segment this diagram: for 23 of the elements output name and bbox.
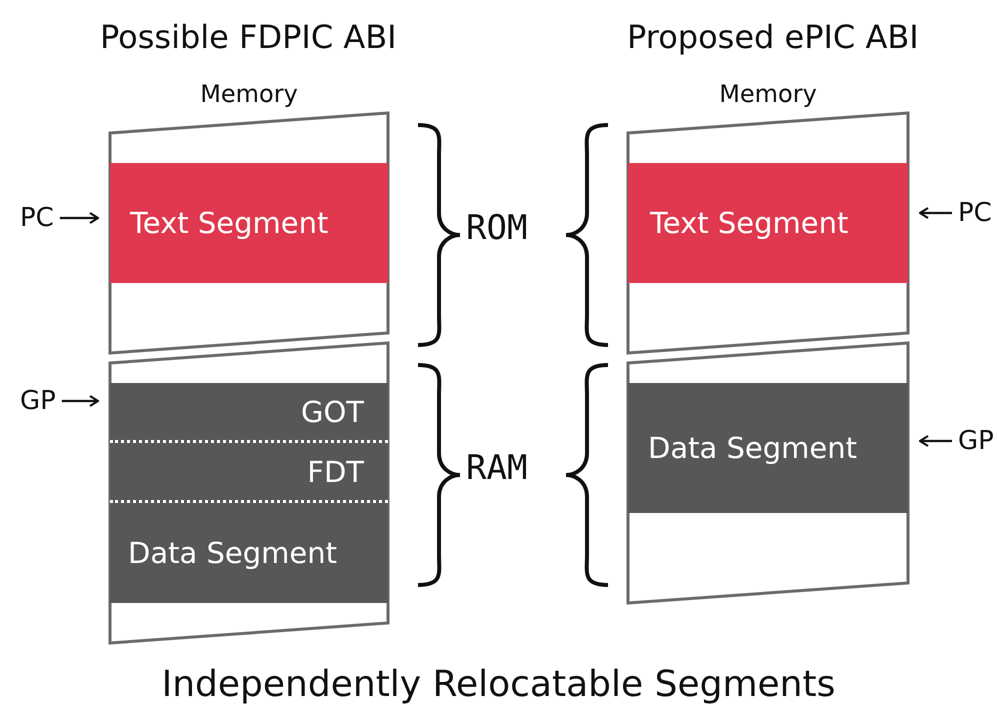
memory-heading: Memory: [199, 80, 299, 108]
panel-title: Proposed ePIC ABI: [627, 18, 919, 56]
arrow: [62, 394, 100, 408]
register-label: PC: [20, 203, 54, 233]
diagram-caption: Independently Relocatable Segments: [160, 664, 836, 705]
arrow: [60, 212, 100, 224]
memory-segment: Text Segment: [628, 163, 908, 283]
memory-segment: Text Segment: [110, 163, 388, 283]
arrow: [918, 434, 952, 448]
memory-segment: Data Segment: [110, 500, 388, 603]
region-label: ROM: [466, 208, 528, 248]
register-label: PC: [958, 198, 992, 228]
memory-segment: GOT: [110, 383, 388, 440]
memory-block: [628, 343, 908, 603]
register-label: GP: [20, 386, 56, 416]
memory-heading: Memory: [718, 80, 818, 108]
panel-title: Possible FDPIC ABI: [100, 18, 397, 56]
arrow: [918, 206, 952, 220]
region-label: RAM: [466, 448, 528, 488]
memory-segment: Data Segment: [628, 383, 908, 513]
memory-segment: FDT: [110, 440, 388, 500]
memory-block: [110, 343, 388, 643]
register-label: GP: [958, 426, 994, 456]
